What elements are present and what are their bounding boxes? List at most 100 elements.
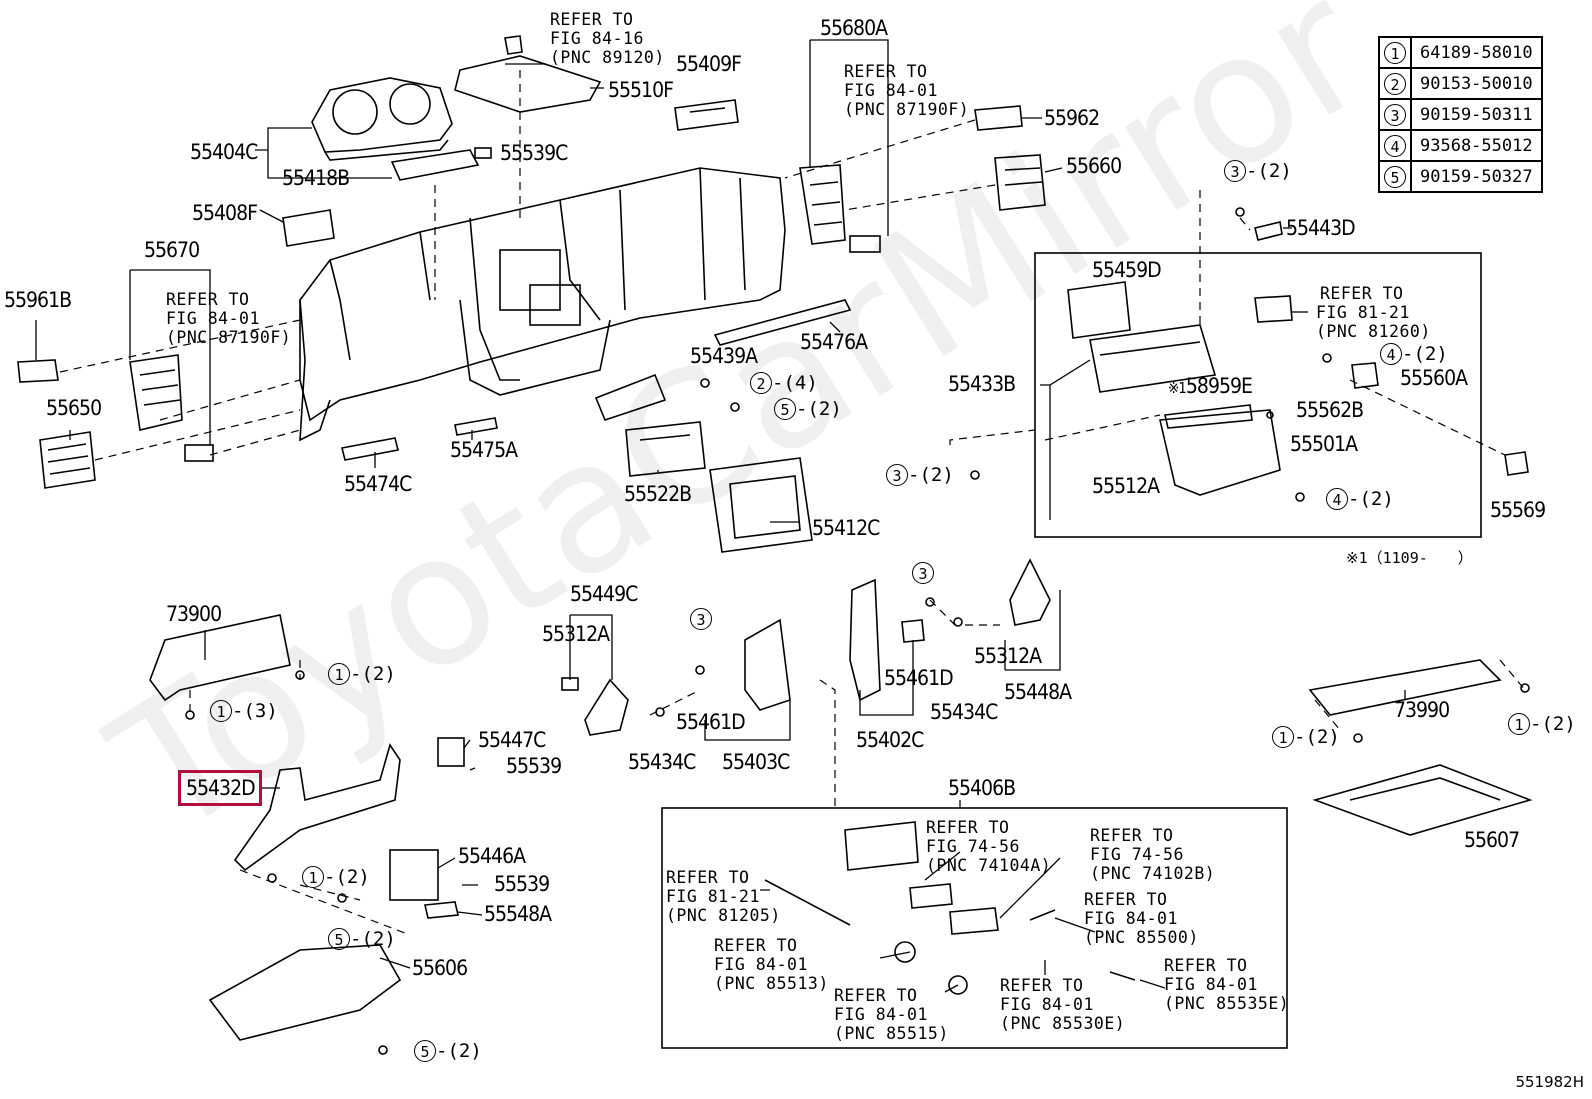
refer-note-85500[interactable]: REFER TO FIG 84-01 (PNC 85500) — [1084, 890, 1199, 947]
label-55448A[interactable]: 55448A — [1004, 680, 1072, 704]
label-55406B[interactable]: 55406B — [948, 776, 1016, 800]
label-55962[interactable]: 55962 — [1044, 106, 1100, 130]
refer-note-85515[interactable]: REFER TO FIG 84-01 (PNC 85515) — [834, 986, 949, 1043]
callout-qty: (2) — [1305, 726, 1340, 748]
callout-number: 1 — [1508, 713, 1530, 735]
label-55447C[interactable]: 55447C — [478, 728, 546, 752]
label-55501A[interactable]: 55501A — [1290, 432, 1358, 456]
refer-line: FIG 84-01 — [1000, 995, 1094, 1014]
part-55510F-drawing — [454, 55, 602, 113]
bolts — [185, 207, 1530, 1055]
callout-1-qty-3[interactable]: 1-(3) — [210, 700, 278, 722]
refer-line: (PNC 87190F) — [844, 100, 970, 119]
label-55409F[interactable]: 55409F — [676, 52, 742, 76]
callout-1-qty-2[interactable]: 1-(2) — [1272, 726, 1340, 748]
label-55461D-left[interactable]: 55461D — [676, 710, 746, 734]
label-55539-b[interactable]: 55539 — [494, 872, 550, 896]
callout-4-qty-2[interactable]: 4-(2) — [1380, 343, 1448, 365]
label-58959E[interactable]: ※158959E — [1168, 374, 1253, 398]
part-55404C-drawing — [311, 77, 453, 161]
label-55408F[interactable]: 55408F — [192, 201, 258, 225]
callout-5-qty-2[interactable]: 5-(2) — [414, 1040, 482, 1062]
label-55412C[interactable]: 55412C — [812, 516, 880, 540]
part-55476A-drawing — [713, 299, 852, 346]
callout-qty: (4) — [783, 372, 818, 394]
callout-2-qty-4[interactable]: 2-(4) — [750, 372, 818, 394]
refer-note-85535E[interactable]: REFER TO FIG 84-01 (PNC 85535E) — [1164, 956, 1289, 1013]
callout-1-qty-2[interactable]: 1-(2) — [1508, 713, 1576, 735]
label-58959E-text: 58959E — [1185, 374, 1253, 398]
label-55660[interactable]: 55660 — [1066, 154, 1122, 178]
label-55562B[interactable]: 55562B — [1296, 398, 1364, 422]
callout-1-qty-2[interactable]: 1-(2) — [302, 866, 370, 888]
label-55449C[interactable]: 55449C — [570, 582, 638, 606]
callout-3[interactable]: 3 — [912, 562, 934, 584]
label-55434C-right[interactable]: 55434C — [930, 700, 998, 724]
part-55432D-drawing — [233, 743, 401, 872]
refer-note-85530E[interactable]: REFER TO FIG 84-01 (PNC 85530E) — [1000, 976, 1125, 1033]
label-55560A[interactable]: 55560A — [1400, 366, 1468, 390]
callout-3-qty-2[interactable]: 3-(2) — [886, 464, 954, 486]
refer-line: FIG 74-56 — [1090, 845, 1184, 864]
label-55459D[interactable]: 55459D — [1092, 258, 1162, 282]
label-55569[interactable]: 55569 — [1490, 498, 1546, 522]
label-55404C[interactable]: 55404C — [190, 140, 258, 164]
callout-1-qty-2[interactable]: 1-(2) — [328, 663, 396, 685]
refer-line: (PNC 89120) — [550, 48, 665, 67]
label-55510F[interactable]: 55510F — [608, 78, 674, 102]
refer-note-89120[interactable]: REFER TO FIG 84-16 (PNC 89120) — [550, 10, 665, 67]
label-55606[interactable]: 55606 — [412, 956, 468, 980]
label-55522B[interactable]: 55522B — [624, 482, 692, 506]
callout-3[interactable]: 3 — [690, 608, 712, 630]
refer-note-74104A[interactable]: REFER TO FIG 74-56 (PNC 74104A) — [926, 818, 1051, 875]
part-55433B-drawing — [1089, 324, 1217, 393]
refer-line: REFER TO — [844, 62, 928, 81]
callout-number: 5 — [774, 398, 796, 420]
part-55522B-drawing — [625, 421, 706, 477]
label-55439A[interactable]: 55439A — [690, 344, 758, 368]
callout-5-qty-2[interactable]: 5-(2) — [774, 398, 842, 420]
label-55650[interactable]: 55650 — [46, 396, 102, 420]
label-55476A[interactable]: 55476A — [800, 330, 868, 354]
label-55680A[interactable]: 55680A — [820, 16, 888, 40]
callout-3-qty-2[interactable]: 3-(2) — [1224, 160, 1292, 182]
label-55539-a[interactable]: 55539 — [506, 754, 562, 778]
label-55312A-right[interactable]: 55312A — [974, 644, 1042, 668]
label-55434C-left[interactable]: 55434C — [628, 750, 696, 774]
label-55475A[interactable]: 55475A — [450, 438, 518, 462]
label-55461D-right[interactable]: 55461D — [884, 666, 954, 690]
callout-5-qty-2[interactable]: 5-(2) — [328, 928, 396, 950]
label-55474C[interactable]: 55474C — [344, 472, 412, 496]
label-55446A[interactable]: 55446A — [458, 844, 526, 868]
label-55312A-left[interactable]: 55312A — [542, 622, 610, 646]
part-55461D-right-drawing — [901, 619, 925, 643]
label-55443D[interactable]: 55443D — [1286, 216, 1356, 240]
refer-line: FIG 84-01 — [1164, 975, 1258, 994]
label-55670[interactable]: 55670 — [144, 238, 200, 262]
refer-note-81205[interactable]: REFER TO FIG 81-21 (PNC 81205) — [666, 868, 781, 925]
part-73990-drawing — [1308, 659, 1502, 716]
label-55548A[interactable]: 55548A — [484, 902, 552, 926]
label-55961B[interactable]: 55961B — [4, 288, 72, 312]
callout-4-qty-2[interactable]: 4-(2) — [1326, 488, 1394, 510]
label-55432D[interactable]: 55432D — [186, 776, 256, 800]
label-55418B[interactable]: 55418B — [282, 166, 350, 190]
label-55403C[interactable]: 55403C — [722, 750, 790, 774]
legend-number: 2 — [1384, 72, 1406, 95]
label-55539C[interactable]: 55539C — [500, 141, 568, 165]
refer-line: REFER TO — [166, 290, 250, 309]
label-73990[interactable]: 73990 — [1394, 698, 1450, 722]
refer-note-87190F-left[interactable]: REFER TO FIG 84-01 (PNC 87190F) — [166, 290, 291, 347]
label-55433B[interactable]: 55433B — [948, 372, 1016, 396]
refer-note-74102B[interactable]: REFER TO FIG 74-56 (PNC 74102B) — [1090, 826, 1215, 883]
refer-note-85513[interactable]: REFER TO FIG 84-01 (PNC 85513) — [714, 936, 829, 993]
label-55607[interactable]: 55607 — [1464, 828, 1520, 852]
callout-number: 3 — [912, 562, 934, 584]
label-73900[interactable]: 73900 — [166, 602, 222, 626]
refer-note-87190F-right[interactable]: REFER TO FIG 84-01 (PNC 87190F) — [844, 62, 969, 119]
label-55512A[interactable]: 55512A — [1092, 474, 1160, 498]
label-55402C[interactable]: 55402C — [856, 728, 924, 752]
refer-note-81260[interactable]: REFER TO FIG 81-21 (PNC 81260) — [1316, 284, 1431, 341]
refer-line: REFER TO — [926, 818, 1010, 837]
